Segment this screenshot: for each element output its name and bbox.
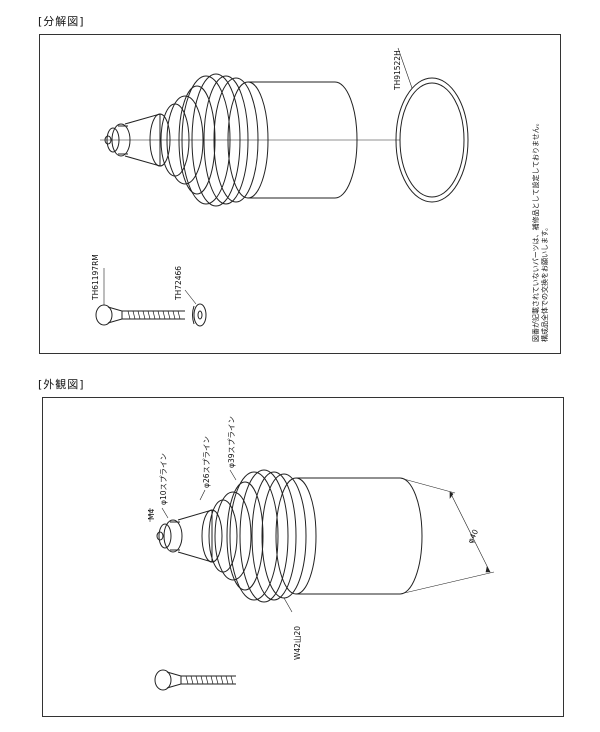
o-ring-part	[395, 47, 469, 203]
note-line-1: 図番が記載されていないパーツは、補修品として設定しておりません。	[531, 119, 540, 342]
exploded-view-title: [分解図]	[38, 15, 85, 28]
external-view-frame	[42, 397, 564, 717]
note-line-2: 構成品全体での交換をお願いします。	[540, 224, 549, 342]
label-diameter: φ40	[466, 528, 481, 545]
label-oring: TH91522H	[393, 50, 402, 91]
external-view-title: [外観図]	[38, 378, 85, 391]
label-thread-w42: W42山20	[292, 626, 302, 660]
screw-external	[154, 669, 236, 691]
label-spline-10: φ10スプライン	[159, 453, 168, 505]
cartridge-external	[156, 469, 423, 603]
label-m4: M4	[147, 509, 156, 520]
label-screw: TH61197RM	[91, 254, 100, 301]
external-leaders	[149, 469, 495, 613]
screw-part	[95, 268, 185, 326]
washer-part	[184, 289, 207, 327]
label-spline-39: φ39スプライン	[227, 416, 236, 468]
label-spline-26: φ26スプライン	[202, 436, 211, 488]
label-washer: TH72466	[174, 266, 183, 301]
exploded-view-frame	[39, 34, 561, 354]
